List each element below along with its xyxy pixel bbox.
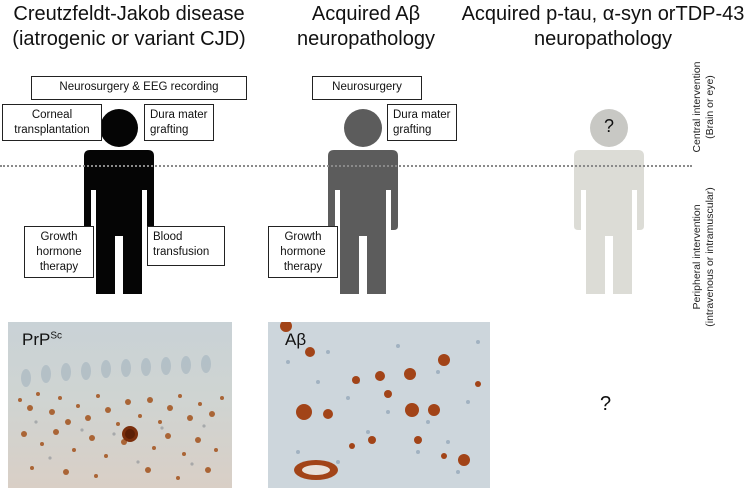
box-abeta-growth-line3: therapy [283, 261, 323, 273]
box-abeta-neurosurgery: Neurosurgery [312, 76, 422, 100]
central-peripheral-divider [0, 165, 692, 167]
box-cjd-growth: Growth hormone therapy [24, 226, 94, 278]
title-ptau: Acquired p-tau, α-syn orTDP-43 neuropath… [460, 2, 746, 52]
title-cjd-line1: Creutzfeldt-Jakob disease [13, 3, 245, 25]
micrograph-prpsc-label: PrPSc [22, 330, 62, 350]
abeta-label-text: Aβ [285, 330, 307, 349]
title-cjd: Creutzfeldt-Jakob disease (iatrogenic or… [0, 2, 258, 52]
box-cjd-corneal-line1: Corneal [31, 109, 73, 121]
label-peripheral-intervention: Peripheral intervention (intravenous or … [691, 182, 719, 332]
title-abeta: Acquired Aβ neuropathology [286, 2, 446, 52]
box-cjd-blood-line2: transfusion [153, 246, 210, 258]
label-central-intervention: Central intervention (Brain or eye) [691, 52, 719, 162]
human-figure-abeta [328, 109, 398, 294]
label-peripheral-line2: (intravenous or intramuscular) [704, 187, 716, 327]
title-ptau-line2: neuropathology [534, 28, 672, 50]
box-cjd-corneal-line2: transplantation [14, 124, 90, 136]
human-figure-cjd [84, 109, 154, 294]
prp-label-text: PrP [22, 330, 51, 349]
title-abeta-line2: neuropathology [297, 28, 435, 50]
micrograph-prpsc [8, 322, 232, 488]
box-cjd-dura-line1: Dura mater [150, 109, 208, 121]
box-abeta-dura: Dura mater grafting [387, 104, 457, 141]
box-cjd-growth-line2: hormone [36, 246, 82, 258]
label-central-line2: (Brain or eye) [704, 75, 716, 139]
box-abeta-neurosurgery-text: Neurosurgery [332, 81, 402, 93]
title-abeta-line1: Acquired Aβ [311, 3, 421, 25]
micrograph-abeta-label: Aβ [285, 330, 306, 350]
prp-label-superscript: Sc [50, 330, 63, 342]
box-cjd-dura: Dura mater grafting [144, 104, 214, 141]
box-abeta-growth-line2: hormone [280, 246, 326, 258]
box-cjd-growth-line1: Growth [40, 231, 78, 243]
box-cjd-blood: Blood transfusion [147, 226, 225, 266]
box-cjd-blood-line1: Blood [153, 231, 183, 243]
box-cjd-dura-line2: grafting [150, 124, 189, 136]
box-cjd-neurosurgery-eeg: Neurosurgery & EEG recording [31, 76, 247, 100]
box-cjd-neurosurgery-eeg-text: Neurosurgery & EEG recording [59, 81, 219, 93]
human-figure-unknown [574, 109, 644, 294]
box-abeta-dura-line1: Dura mater [393, 109, 451, 121]
micrograph-abeta [268, 322, 490, 488]
box-abeta-growth: Growth hormone therapy [268, 226, 338, 278]
title-cjd-line2: (iatrogenic or variant CJD) [12, 28, 246, 50]
unknown-micrograph-question-mark: ? [600, 393, 612, 415]
title-ptau-line1: Acquired p-tau, α-syn orTDP-43 [461, 3, 745, 25]
box-abeta-dura-line2: grafting [393, 124, 432, 136]
box-cjd-growth-line3: therapy [39, 261, 79, 273]
label-central-line1: Central intervention [691, 61, 703, 153]
unknown-figure-question-mark: ? [603, 116, 614, 136]
label-peripheral-line1: Peripheral intervention [691, 204, 703, 310]
box-abeta-growth-line1: Growth [284, 231, 322, 243]
box-cjd-corneal: Corneal transplantation [2, 104, 102, 141]
